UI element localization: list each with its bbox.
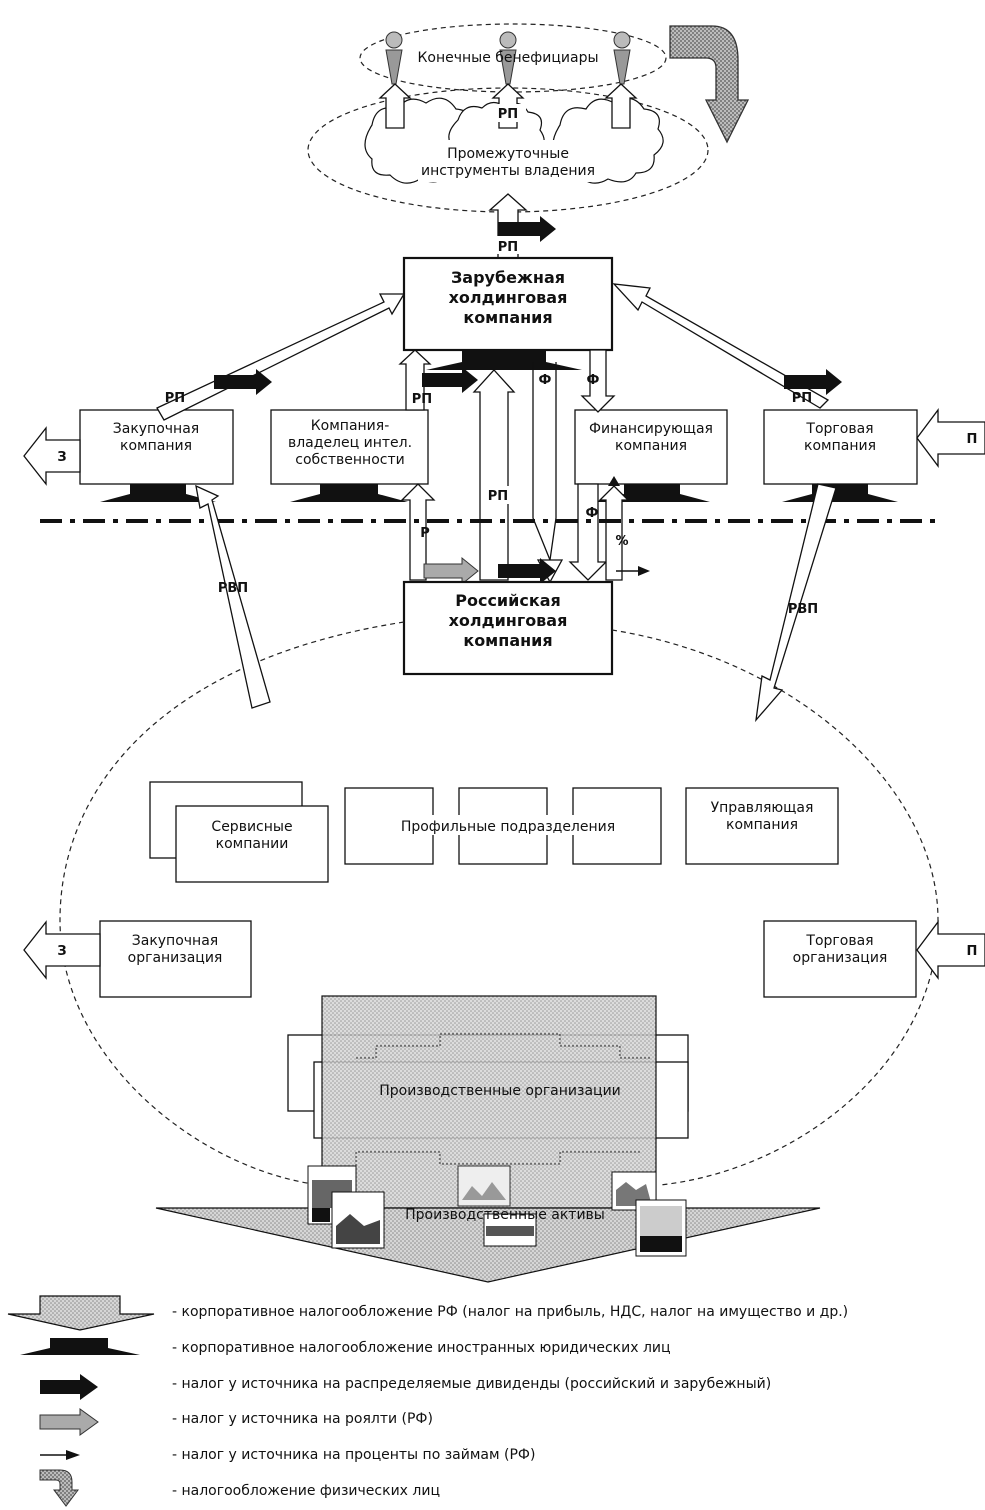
profile-divisions-label: Профильные подразделения (401, 819, 615, 835)
royalty-payment-arrow (614, 284, 828, 408)
legend-item: - налог у источника на роялти (РФ) (40, 1409, 433, 1435)
legend-item: - налог у источника на проценты по займа… (40, 1447, 535, 1463)
trading-company-label: Торговая (805, 421, 873, 437)
code-pct: % (615, 534, 628, 549)
personal-tax-arrow (670, 26, 748, 142)
intermediate-label-1: Промежуточные (447, 146, 569, 162)
foreign-tax-marker (290, 484, 408, 502)
legend-label: - налогообложение физических лиц (172, 1483, 440, 1499)
procurement-org-label: организация (128, 950, 223, 966)
code-rvp: РВП (788, 602, 818, 617)
code-f: Ф (539, 373, 552, 388)
code-rp: РП (165, 391, 185, 406)
procurement-company-label: Закупочная (113, 421, 199, 437)
russian-holding-label-3: компания (463, 631, 552, 650)
legend-personal-tax-symbol (40, 1470, 78, 1506)
legend-label: - налог у источника на роялти (РФ) (172, 1411, 433, 1427)
royalty-payment-arrow (474, 370, 514, 580)
code-p: П (967, 944, 978, 959)
service-company-label: Сервисные (211, 819, 292, 835)
expense-arrow (24, 428, 80, 484)
legend-item: - корпоративное налогообложение иностран… (20, 1338, 671, 1356)
factory-icon (458, 1166, 510, 1206)
code-z: З (57, 450, 66, 465)
service-company-label: компании (216, 836, 289, 852)
financing-company-label: Финансирующая (589, 421, 713, 437)
code-f: Ф (586, 506, 599, 521)
code-p: П (967, 432, 978, 447)
ip-owner-label: собственности (295, 452, 404, 468)
foreign-holding-label-3: компания (463, 308, 552, 327)
legend-item: - налог у источника на распределяемые ди… (40, 1374, 771, 1400)
code-z: З (57, 944, 66, 959)
intermediate-label-2: инструменты владения (421, 163, 595, 179)
code-rp: РП (412, 392, 432, 407)
code-rvp: РВП (218, 581, 248, 596)
russian-holding-label-2: холдинговая (449, 611, 568, 630)
code-rp: РП (498, 240, 518, 255)
procurement-org-label: Закупочная (132, 933, 218, 949)
code-r: Р (420, 526, 430, 541)
interest-arrow (600, 486, 628, 580)
legend-foreign-tax-symbol (20, 1338, 140, 1355)
trading-org-label: Торговая (805, 933, 873, 949)
code-rp: РП (792, 391, 812, 406)
foreign-holding-label-2: холдинговая (449, 288, 568, 307)
legend-item: - корпоративное налогообложение РФ (нало… (8, 1296, 848, 1330)
legend-dividend-tax-symbol (40, 1374, 98, 1400)
person-icon (614, 32, 630, 84)
dividend-tax-arrow (422, 367, 478, 393)
foreign-tax-marker (782, 484, 898, 502)
foreign-tax-marker (426, 350, 582, 370)
legend-item: - налогообложение физических лиц (40, 1470, 440, 1506)
legend-label: - корпоративное налогообложение РФ (нало… (172, 1304, 848, 1320)
legend-russian-tax-symbol (8, 1296, 154, 1330)
person-icon (386, 32, 402, 84)
financing-line (533, 362, 550, 560)
russian-holding-label-1: Российская (455, 591, 561, 610)
code-rp: РП (488, 489, 508, 504)
legend-label: - налог у источника на проценты по займа… (172, 1447, 535, 1463)
code-f: Ф (587, 373, 600, 388)
managing-company-label: Управляющая (711, 800, 814, 816)
financing-line (550, 362, 556, 560)
factory-icon (636, 1200, 686, 1256)
procurement-company-label: компания (120, 438, 192, 454)
legend-label: - корпоративное налогообложение иностран… (172, 1340, 671, 1356)
royalty-tax-arrow (424, 558, 478, 584)
legend-label: - налог у источника на распределяемые ди… (172, 1376, 771, 1392)
factory-icon (332, 1192, 384, 1248)
trading-company-label: компания (804, 438, 876, 454)
ip-owner-label: владелец интел. (288, 435, 412, 451)
managing-company-label: компания (726, 817, 798, 833)
production-orgs-label: Производственные организации (379, 1083, 621, 1099)
production-assets-label: Производственные активы (405, 1207, 605, 1223)
code-rp: РП (498, 107, 518, 122)
financing-company-label: компания (615, 438, 687, 454)
ip-owner-label: Компания- (311, 418, 390, 434)
legend-royalty-tax-symbol (40, 1409, 98, 1435)
legend-interest-tax-arrowhead (66, 1450, 80, 1460)
interest-tax-arrowhead (638, 566, 650, 576)
financing-arrow (570, 484, 606, 580)
foreign-holding-label-1: Зарубежная (451, 268, 565, 287)
trading-org-label: организация (793, 950, 888, 966)
beneficiaries-label: Конечные бенефициары (417, 50, 598, 66)
royalty-payment-arrow (157, 294, 404, 420)
